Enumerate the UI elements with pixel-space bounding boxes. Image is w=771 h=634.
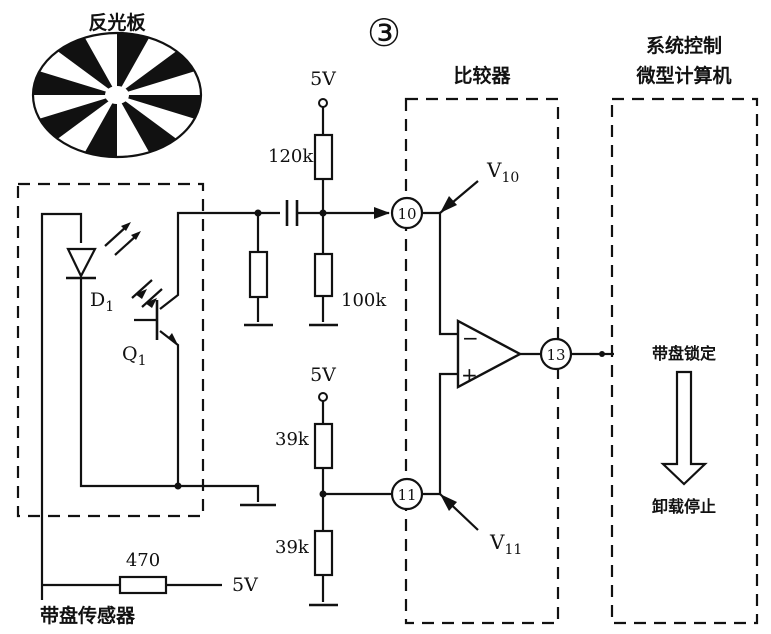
reflector-disk bbox=[31, 31, 203, 159]
disk-sector bbox=[39, 95, 117, 139]
diode-label: D1 bbox=[90, 289, 114, 315]
disk-sector bbox=[84, 95, 117, 157]
sensor-title: 带盘传感器 bbox=[40, 604, 136, 627]
pin-11-label: 11 bbox=[397, 486, 416, 504]
pin-10-label: 10 bbox=[397, 205, 416, 223]
disk-sector bbox=[117, 95, 201, 119]
pin-13-label: 13 bbox=[546, 346, 565, 364]
computer-title-line2: 微型计算机 bbox=[635, 64, 731, 87]
input-network bbox=[244, 98, 390, 327]
supply-top-label: 5V bbox=[310, 68, 336, 90]
supply-mid-label: 5V bbox=[310, 364, 336, 386]
disk-hub bbox=[105, 86, 129, 104]
disk-sector bbox=[117, 51, 195, 95]
disk-sector bbox=[33, 71, 117, 95]
disk-sector bbox=[117, 33, 150, 95]
figure-number: ③ bbox=[367, 11, 401, 55]
reflector-title: 反光板 bbox=[88, 11, 146, 34]
opamp-plus-label: + bbox=[461, 363, 478, 387]
divider-network bbox=[309, 392, 391, 607]
resistor-120k-label: 120k bbox=[268, 146, 314, 167]
resistor-39k-bottom-label: 39k bbox=[275, 537, 310, 558]
lock-text: 带盘锁定 bbox=[652, 344, 716, 363]
diode-d1 bbox=[66, 222, 141, 280]
supply-bottom-label: 5V bbox=[232, 574, 258, 596]
sensor-wiring bbox=[40, 211, 280, 600]
computer-title-line1: 系统控制 bbox=[646, 34, 722, 57]
resistor-470-label: 470 bbox=[126, 550, 160, 571]
unload-text: 卸载停止 bbox=[652, 497, 716, 516]
transistor-label: Q1 bbox=[122, 343, 147, 369]
transistor-q1 bbox=[131, 279, 178, 345]
comparator-box bbox=[404, 97, 560, 625]
v10-label: V10 bbox=[486, 158, 519, 186]
opamp-minus-label: − bbox=[462, 326, 479, 350]
disk-sector bbox=[57, 37, 117, 95]
disk-sector bbox=[117, 95, 177, 153]
resistor-39k-top-label: 39k bbox=[275, 429, 310, 450]
resistor-100k-label: 100k bbox=[341, 290, 387, 311]
computer-box bbox=[610, 97, 759, 625]
sensor-box bbox=[16, 182, 205, 518]
v11-label: V11 bbox=[489, 530, 522, 558]
comparator-circuit bbox=[390, 180, 614, 531]
down-arrow-icon bbox=[660, 370, 708, 486]
comparator-title: 比较器 bbox=[453, 64, 511, 87]
